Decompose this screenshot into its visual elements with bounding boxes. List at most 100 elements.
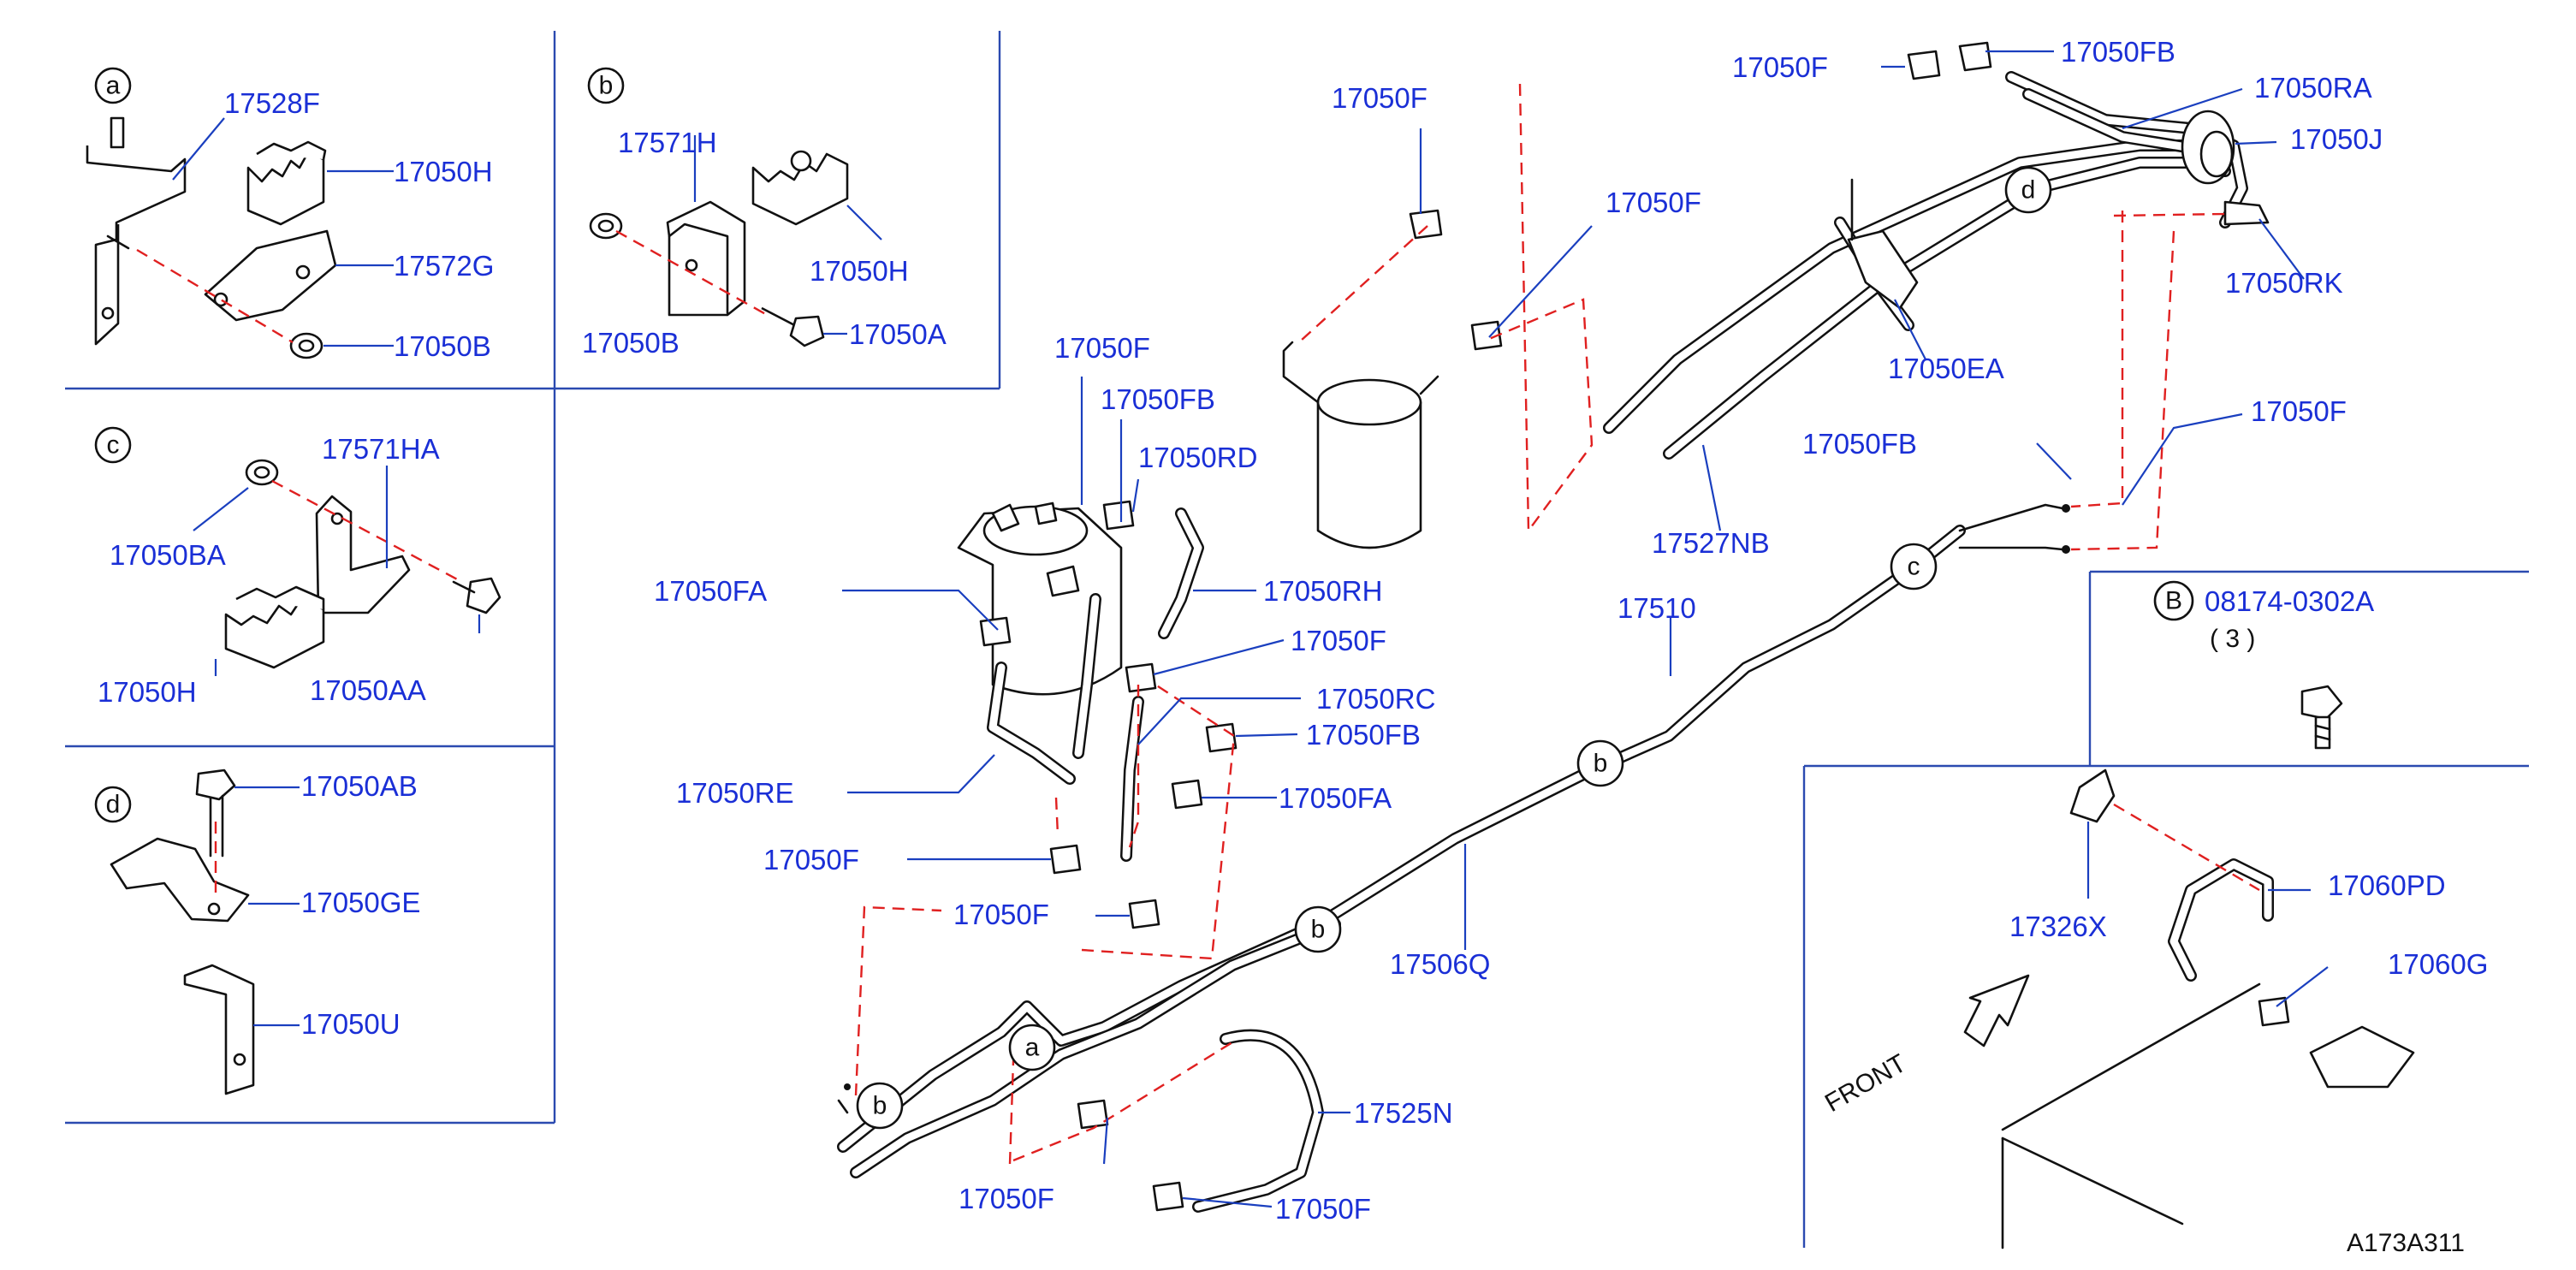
label-17050h-c: 17050H — [98, 676, 197, 708]
label-17050f-bot2: 17050F — [1275, 1193, 1371, 1225]
clip-17050f-bot1 — [1077, 1099, 1109, 1130]
label-17050re: 17050RE — [676, 777, 794, 809]
bolt-08174-0302a — [2300, 685, 2343, 721]
clip-17050h-b — [751, 152, 849, 226]
front-arrow-icon — [1963, 974, 2030, 1047]
clip-17050f-top — [1907, 50, 1941, 80]
label-17050ba: 17050BA — [110, 539, 226, 571]
clip-17050f-can2 — [1125, 662, 1157, 693]
label-17050b-a: 17050B — [394, 330, 491, 362]
label-17050f-low2: 17050F — [953, 899, 1049, 930]
label-17050ea: 17050EA — [1888, 353, 2004, 384]
callout-circles: a b b b c d — [856, 166, 2052, 1130]
label-17050f-top2: 17050F — [1332, 82, 1427, 114]
clip-17060g — [2258, 996, 2290, 1027]
label-17050rc: 17050RC — [1316, 683, 1435, 715]
label-17525n: 17525N — [1354, 1097, 1453, 1129]
label-qty: ( 3 ) — [2210, 625, 2255, 653]
label-17050f-right: 17050F — [2251, 395, 2347, 427]
label-17060pd: 17060PD — [2328, 869, 2446, 901]
callout-a — [1008, 1024, 1056, 1071]
bracket-17572g — [204, 229, 337, 322]
label-17050f-mid: 17050F — [1606, 187, 1701, 218]
canister-body — [1316, 401, 1422, 549]
clip-17050fa-left — [979, 616, 1012, 647]
bracket-17326x — [2069, 769, 2116, 823]
clip-17050f-bot2 — [1152, 1181, 1184, 1212]
label-17060g: 17060G — [2388, 948, 2488, 980]
bracket-17528f — [86, 145, 187, 346]
svg-text:d: d — [2021, 176, 2036, 205]
clip-17050h-a — [246, 151, 325, 226]
vent-inset — [1963, 769, 2415, 1249]
label-17050u: 17050U — [301, 1008, 401, 1040]
label-17050fb-top: 17050FB — [2061, 36, 2175, 68]
inset-b-tag: b — [599, 72, 614, 100]
inset-c: c 17571HA 17050BA 17050H 17050AA — [94, 426, 502, 708]
clip-17050fb-can — [1046, 565, 1080, 597]
inset-c-tag: c — [107, 431, 120, 460]
label-17050fb-can: 17050FB — [1101, 383, 1215, 415]
hose-17525n — [1077, 1029, 1324, 1213]
callout-c — [1890, 543, 1938, 590]
label-17050j: 17050J — [2290, 123, 2383, 155]
nut-17050b-b — [589, 212, 623, 240]
callout-b1 — [856, 1082, 904, 1130]
label-17326x: 17326X — [2009, 911, 2107, 942]
bracket-17571ha — [315, 495, 411, 614]
label-17050rd: 17050RD — [1138, 442, 1257, 473]
label-17050fa-left: 17050FA — [654, 575, 767, 607]
vent-part — [2309, 1025, 2415, 1089]
main-fuel-pipe — [837, 503, 2070, 1178]
clip-17050fa-can — [1171, 779, 1203, 810]
label-17050h-b: 17050H — [810, 255, 909, 287]
label-17050fb-right: 17050FB — [1802, 428, 1917, 460]
clamp-17050ge — [110, 837, 250, 923]
leader-lines — [842, 50, 2329, 1208]
label-17571h: 17571H — [618, 127, 717, 158]
bolt-17050aa — [466, 577, 502, 614]
label-17050f-bot1: 17050F — [959, 1183, 1054, 1214]
clip-17050fb-top — [1958, 41, 1992, 72]
label-17510: 17510 — [1617, 592, 1696, 624]
label-17506q: 17506Q — [1390, 948, 1490, 980]
inset-B-tag: B — [2165, 587, 2182, 615]
callout-b2 — [1294, 905, 1342, 953]
label-17050ra: 17050RA — [2254, 72, 2372, 104]
diagram-code: A173A311 — [2347, 1229, 2465, 1257]
label-17572g: 17572G — [394, 250, 494, 282]
dashed-routing — [854, 83, 2226, 1165]
clip-17050h-c — [224, 597, 325, 669]
label-17528f: 17528F — [224, 87, 320, 119]
callout-d — [2004, 166, 2052, 214]
inset-d-tag: d — [106, 791, 121, 819]
canister-assembly — [957, 500, 1238, 929]
label-17527nb: 17527NB — [1652, 527, 1770, 559]
inset-a: a 17528F 17050H 17572G 17050B — [86, 67, 494, 362]
label-17050fa-can: 17050FA — [1279, 782, 1392, 814]
label-17050rk: 17050RK — [2225, 267, 2343, 299]
front-label: FRONT — [1820, 1049, 1911, 1118]
clip-17050f-low2 — [1128, 899, 1160, 929]
label-17050ge: 17050GE — [301, 887, 420, 918]
clip-17050f-low1 — [1049, 844, 1082, 875]
nut-17050ba — [245, 459, 279, 486]
label-17050f-low1: 17050F — [763, 844, 859, 875]
label-08174-0302a: 08174-0302A — [2205, 585, 2374, 617]
callout-b3 — [1576, 739, 1624, 787]
upper-tube-bundle — [1603, 41, 2270, 460]
inset-B: B 08174-0302A ( 3 ) — [2153, 580, 2374, 750]
clip-17050fb-can2 — [1205, 722, 1238, 753]
svg-text:a: a — [1025, 1034, 1040, 1062]
label-17571ha: 17571HA — [322, 433, 440, 465]
bracket-17050u — [183, 964, 255, 1095]
label-17050h-a: 17050H — [394, 156, 493, 187]
nut-17050b-a — [289, 332, 323, 359]
svg-text:b: b — [873, 1092, 887, 1120]
label-17050aa: 17050AA — [310, 674, 426, 706]
inset-a-tag: a — [106, 72, 121, 100]
svg-text:b: b — [1594, 750, 1608, 778]
svg-text:b: b — [1311, 916, 1326, 944]
canister-top — [1282, 209, 1503, 549]
